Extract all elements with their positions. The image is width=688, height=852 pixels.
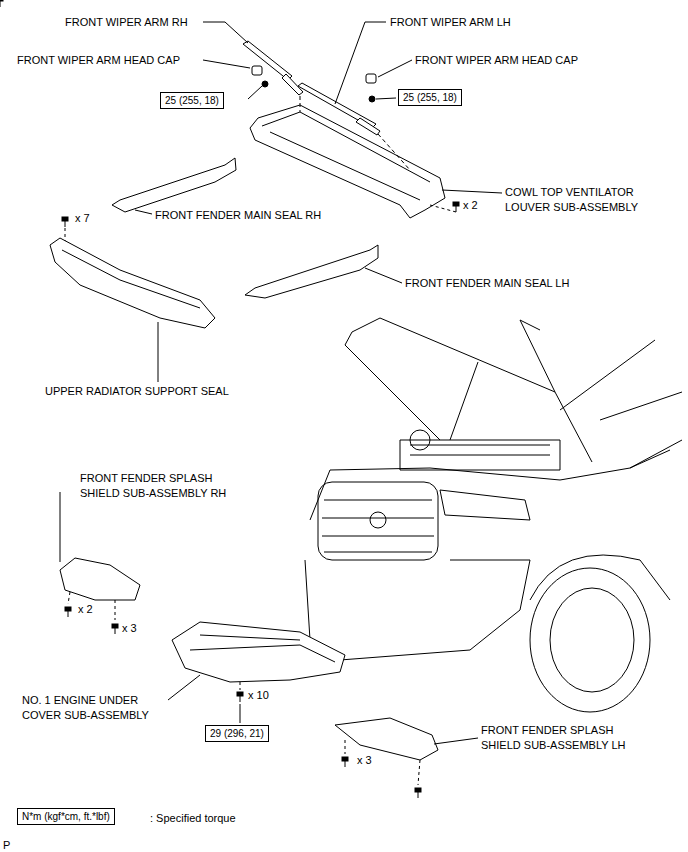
torque-box: 25 (255, 18) [160, 92, 224, 109]
torque-value: N*m (kgf*cm, ft.*lbf) [22, 811, 110, 822]
part-name: FRONT WIPER ARM HEAD CAP [17, 53, 180, 68]
torque-box: 29 (296, 21) [205, 725, 269, 742]
quantity: x 2 [463, 198, 478, 213]
quantity: x 3 [357, 753, 372, 768]
part-name: UPPER RADIATOR SUPPORT SEAL [45, 384, 229, 399]
part-name: COWL TOP VENTILATOR LOUVER SUB-ASSEMBLY [505, 185, 655, 215]
quantity: x 3 [122, 621, 137, 636]
part-name: FRONT FENDER SPLASH SHIELD SUB-ASSEMBLY … [80, 471, 245, 501]
legend-box: N*m (kgf*cm, ft.*lbf) [17, 808, 115, 825]
part-name: FRONT WIPER ARM RH [65, 15, 188, 30]
legend-note: : Specified torque [150, 811, 236, 826]
torque-box: 25 (255, 18) [398, 89, 462, 106]
part-name: NO. 1 ENGINE UNDER COVER SUB-ASSEMBLY [22, 693, 167, 723]
part-name: FRONT WIPER ARM HEAD CAP [415, 53, 578, 68]
figure-code: P [3, 838, 10, 852]
torque-value: 25 (255, 18) [403, 92, 457, 103]
torque-value: 25 (255, 18) [165, 95, 219, 106]
part-name: FRONT WIPER ARM LH [390, 15, 511, 30]
part-name: FRONT FENDER MAIN SEAL LH [405, 276, 569, 291]
quantity: x 10 [248, 688, 269, 703]
part-name: FRONT FENDER MAIN SEAL RH [155, 208, 321, 223]
quantity: x 7 [75, 211, 90, 226]
torque-value: 29 (296, 21) [210, 728, 264, 739]
part-name: FRONT FENDER SPLASH SHIELD SUB-ASSEMBLY … [481, 723, 646, 753]
quantity: x 2 [78, 602, 93, 617]
